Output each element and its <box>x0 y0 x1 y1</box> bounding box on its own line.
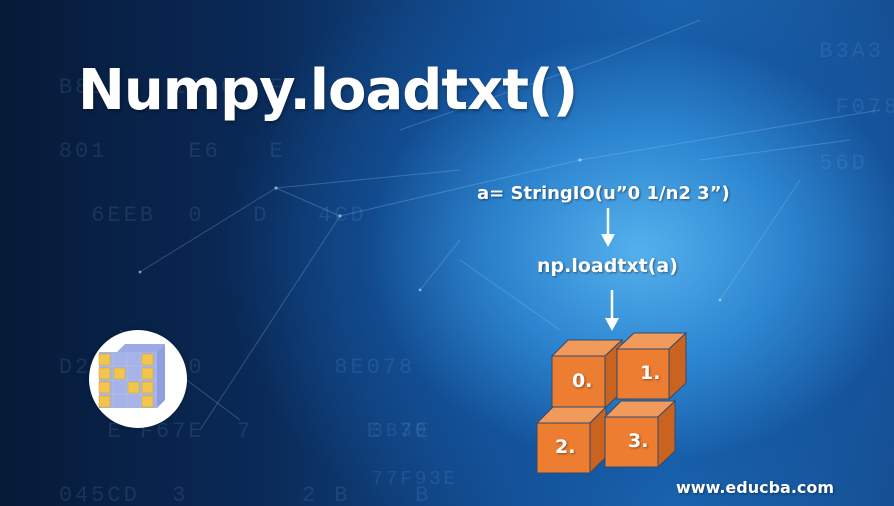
array-cell-label: 3. <box>628 430 649 452</box>
arrow-down-icon <box>605 290 619 331</box>
background-code-text-right: B3A3 F078 56D C <box>624 39 894 176</box>
array-cell-cube-1 <box>615 331 688 401</box>
loadtxt-code-line: np.loadtxt(a) <box>537 255 678 277</box>
array-cell-cube-3 <box>603 399 677 469</box>
array-cell-label: 1. <box>640 362 661 384</box>
stringio-code-line: a= StringIO(u”0 1/n2 3”) <box>477 183 730 204</box>
array-cell-cube-2 <box>535 405 608 475</box>
array-cell-label: 0. <box>572 370 593 392</box>
numpy-logo-icon <box>89 330 187 428</box>
page-title: Numpy.loadtxt() <box>78 58 578 123</box>
array-cell-label: 2. <box>555 436 576 458</box>
array-cell-cube-0 <box>550 338 624 410</box>
website-url: www.educba.com <box>676 478 835 497</box>
arrow-down-icon <box>601 208 615 247</box>
